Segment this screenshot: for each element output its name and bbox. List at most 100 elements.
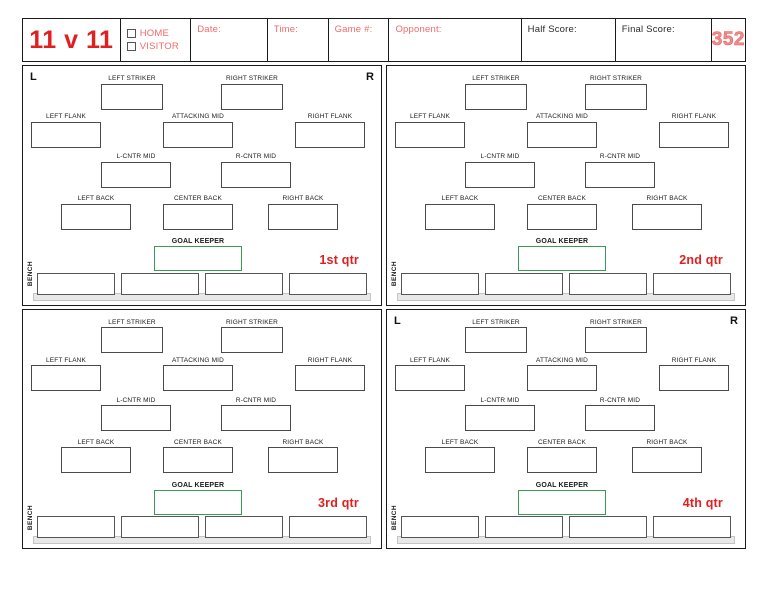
player-name-input-center-back[interactable] xyxy=(527,447,597,473)
player-name-input-center-back[interactable] xyxy=(527,203,597,230)
position-label-left-striker: LEFT STRIKER xyxy=(108,75,156,82)
bench-player-input[interactable] xyxy=(569,272,647,295)
bench-player-input[interactable] xyxy=(121,516,199,538)
final-score-field[interactable]: Final Score: xyxy=(616,19,712,61)
player-name-input-l-cntr-mid[interactable] xyxy=(101,161,171,188)
position-slot-center-back: CENTER BACK xyxy=(163,439,233,473)
visitor-checkbox[interactable] xyxy=(126,41,136,51)
position-label-right-back: RIGHT BACK xyxy=(282,195,324,202)
player-name-input-center-back[interactable] xyxy=(163,447,233,473)
position-slot-right-flank: RIGHT FLANK xyxy=(659,113,729,148)
home-label: HOME xyxy=(139,28,170,39)
bench-player-input[interactable] xyxy=(205,272,283,295)
player-name-input-left-back[interactable] xyxy=(425,447,495,473)
visitor-label: VISITOR xyxy=(139,40,179,52)
bench-player-input[interactable] xyxy=(121,272,199,295)
player-name-input-goal-keeper[interactable] xyxy=(518,489,606,515)
bench-player-input[interactable] xyxy=(401,272,479,295)
position-label-r-cntr-mid: R-CNTR MID xyxy=(235,396,277,404)
bench-player-input[interactable] xyxy=(485,272,563,295)
player-name-input-right-flank[interactable] xyxy=(295,121,365,148)
player-name-input-goal-keeper[interactable] xyxy=(518,246,606,271)
player-name-input-right-flank[interactable] xyxy=(659,121,729,148)
position-label-left-flank: LEFT FLANK xyxy=(45,113,87,120)
bench-player-input[interactable] xyxy=(485,516,563,538)
position-label-l-cntr-mid: L-CNTR MID xyxy=(116,153,156,160)
player-name-input-l-cntr-mid[interactable] xyxy=(465,161,535,188)
position-label-left-flank: LEFT FLANK xyxy=(409,356,451,364)
player-name-input-l-cntr-mid[interactable] xyxy=(465,405,535,431)
player-name-input-attacking-mid[interactable] xyxy=(163,121,233,148)
position-slot-r-cntr-mid: R-CNTR MID xyxy=(585,396,655,431)
position-label-r-cntr-mid: R-CNTR MID xyxy=(599,396,641,404)
player-name-input-left-striker[interactable] xyxy=(101,83,163,110)
bench-player-input[interactable] xyxy=(653,516,731,538)
position-slot-right-flank: RIGHT FLANK xyxy=(295,357,365,391)
visitor-checkbox-row[interactable]: VISITOR xyxy=(126,40,179,52)
date-label: Date: xyxy=(197,24,221,35)
player-name-input-left-striker[interactable] xyxy=(465,327,527,353)
player-name-input-attacking-mid[interactable] xyxy=(527,365,597,391)
player-name-input-goal-keeper[interactable] xyxy=(154,489,242,515)
bench-player-input[interactable] xyxy=(37,272,115,295)
half-score-field[interactable]: Half Score: xyxy=(522,19,616,61)
position-label-left-back: LEFT BACK xyxy=(77,438,115,446)
home-checkbox-row[interactable]: HOME xyxy=(126,28,170,39)
player-name-input-attacking-mid[interactable] xyxy=(163,365,233,391)
player-name-input-right-striker[interactable] xyxy=(585,327,647,353)
bench-player-input[interactable] xyxy=(653,272,731,295)
player-name-input-left-flank[interactable] xyxy=(31,121,101,148)
bench-player-input[interactable] xyxy=(205,516,283,538)
player-name-input-left-back[interactable] xyxy=(61,447,131,473)
player-name-input-right-back[interactable] xyxy=(632,203,702,230)
bench-player-input[interactable] xyxy=(289,272,367,295)
date-field[interactable]: Date: xyxy=(191,19,268,61)
game-number-field[interactable]: Game #: xyxy=(329,19,390,61)
position-slot-attacking-mid: ATTACKING MID xyxy=(527,113,597,148)
half-score-label: Half Score: xyxy=(527,24,577,35)
position-slot-attacking-mid: ATTACKING MID xyxy=(527,357,597,391)
player-name-input-left-back[interactable] xyxy=(425,203,495,230)
player-name-input-center-back[interactable] xyxy=(163,203,233,230)
time-field[interactable]: Time: xyxy=(268,19,329,61)
position-label-attacking-mid: ATTACKING MID xyxy=(172,113,224,120)
player-name-input-left-flank[interactable] xyxy=(31,365,101,391)
bench-area xyxy=(33,510,371,544)
player-name-input-right-flank[interactable] xyxy=(659,365,729,391)
player-name-input-left-striker[interactable] xyxy=(465,83,527,110)
position-label-right-back: RIGHT BACK xyxy=(646,195,688,202)
bench-bar xyxy=(33,292,371,301)
player-name-input-attacking-mid[interactable] xyxy=(527,121,597,148)
player-name-input-l-cntr-mid[interactable] xyxy=(101,405,171,431)
bench-player-input[interactable] xyxy=(289,516,367,538)
player-name-input-r-cntr-mid[interactable] xyxy=(221,405,291,431)
player-name-input-r-cntr-mid[interactable] xyxy=(221,161,291,188)
position-slot-l-cntr-mid: L-CNTR MID xyxy=(465,397,535,431)
position-slot-goal-keeper: GOAL KEEPER xyxy=(154,482,242,515)
opponent-field[interactable]: Opponent: xyxy=(389,19,522,61)
player-name-input-right-back[interactable] xyxy=(268,447,338,473)
player-name-input-left-flank[interactable] xyxy=(395,365,465,391)
player-name-input-r-cntr-mid[interactable] xyxy=(585,161,655,188)
player-name-input-right-back[interactable] xyxy=(632,447,702,473)
position-slot-r-cntr-mid: R-CNTR MID xyxy=(221,396,291,431)
player-name-input-left-flank[interactable] xyxy=(395,121,465,148)
player-name-input-right-striker[interactable] xyxy=(221,83,283,110)
player-name-input-left-striker[interactable] xyxy=(101,327,163,353)
position-label-right-striker: RIGHT STRIKER xyxy=(589,75,643,82)
home-checkbox[interactable] xyxy=(126,29,136,39)
position-slot-r-cntr-mid: R-CNTR MID xyxy=(585,153,655,188)
player-name-input-right-striker[interactable] xyxy=(221,327,283,353)
player-name-input-goal-keeper[interactable] xyxy=(154,246,242,271)
player-name-input-right-striker[interactable] xyxy=(585,83,647,110)
bench-player-input[interactable] xyxy=(401,516,479,538)
position-label-center-back: CENTER BACK xyxy=(538,438,586,446)
player-name-input-right-flank[interactable] xyxy=(295,365,365,391)
bench-player-input[interactable] xyxy=(37,516,115,538)
player-name-input-left-back[interactable] xyxy=(61,203,131,230)
player-name-input-r-cntr-mid[interactable] xyxy=(585,405,655,431)
bench-player-input[interactable] xyxy=(569,516,647,538)
player-name-input-right-back[interactable] xyxy=(268,203,338,230)
